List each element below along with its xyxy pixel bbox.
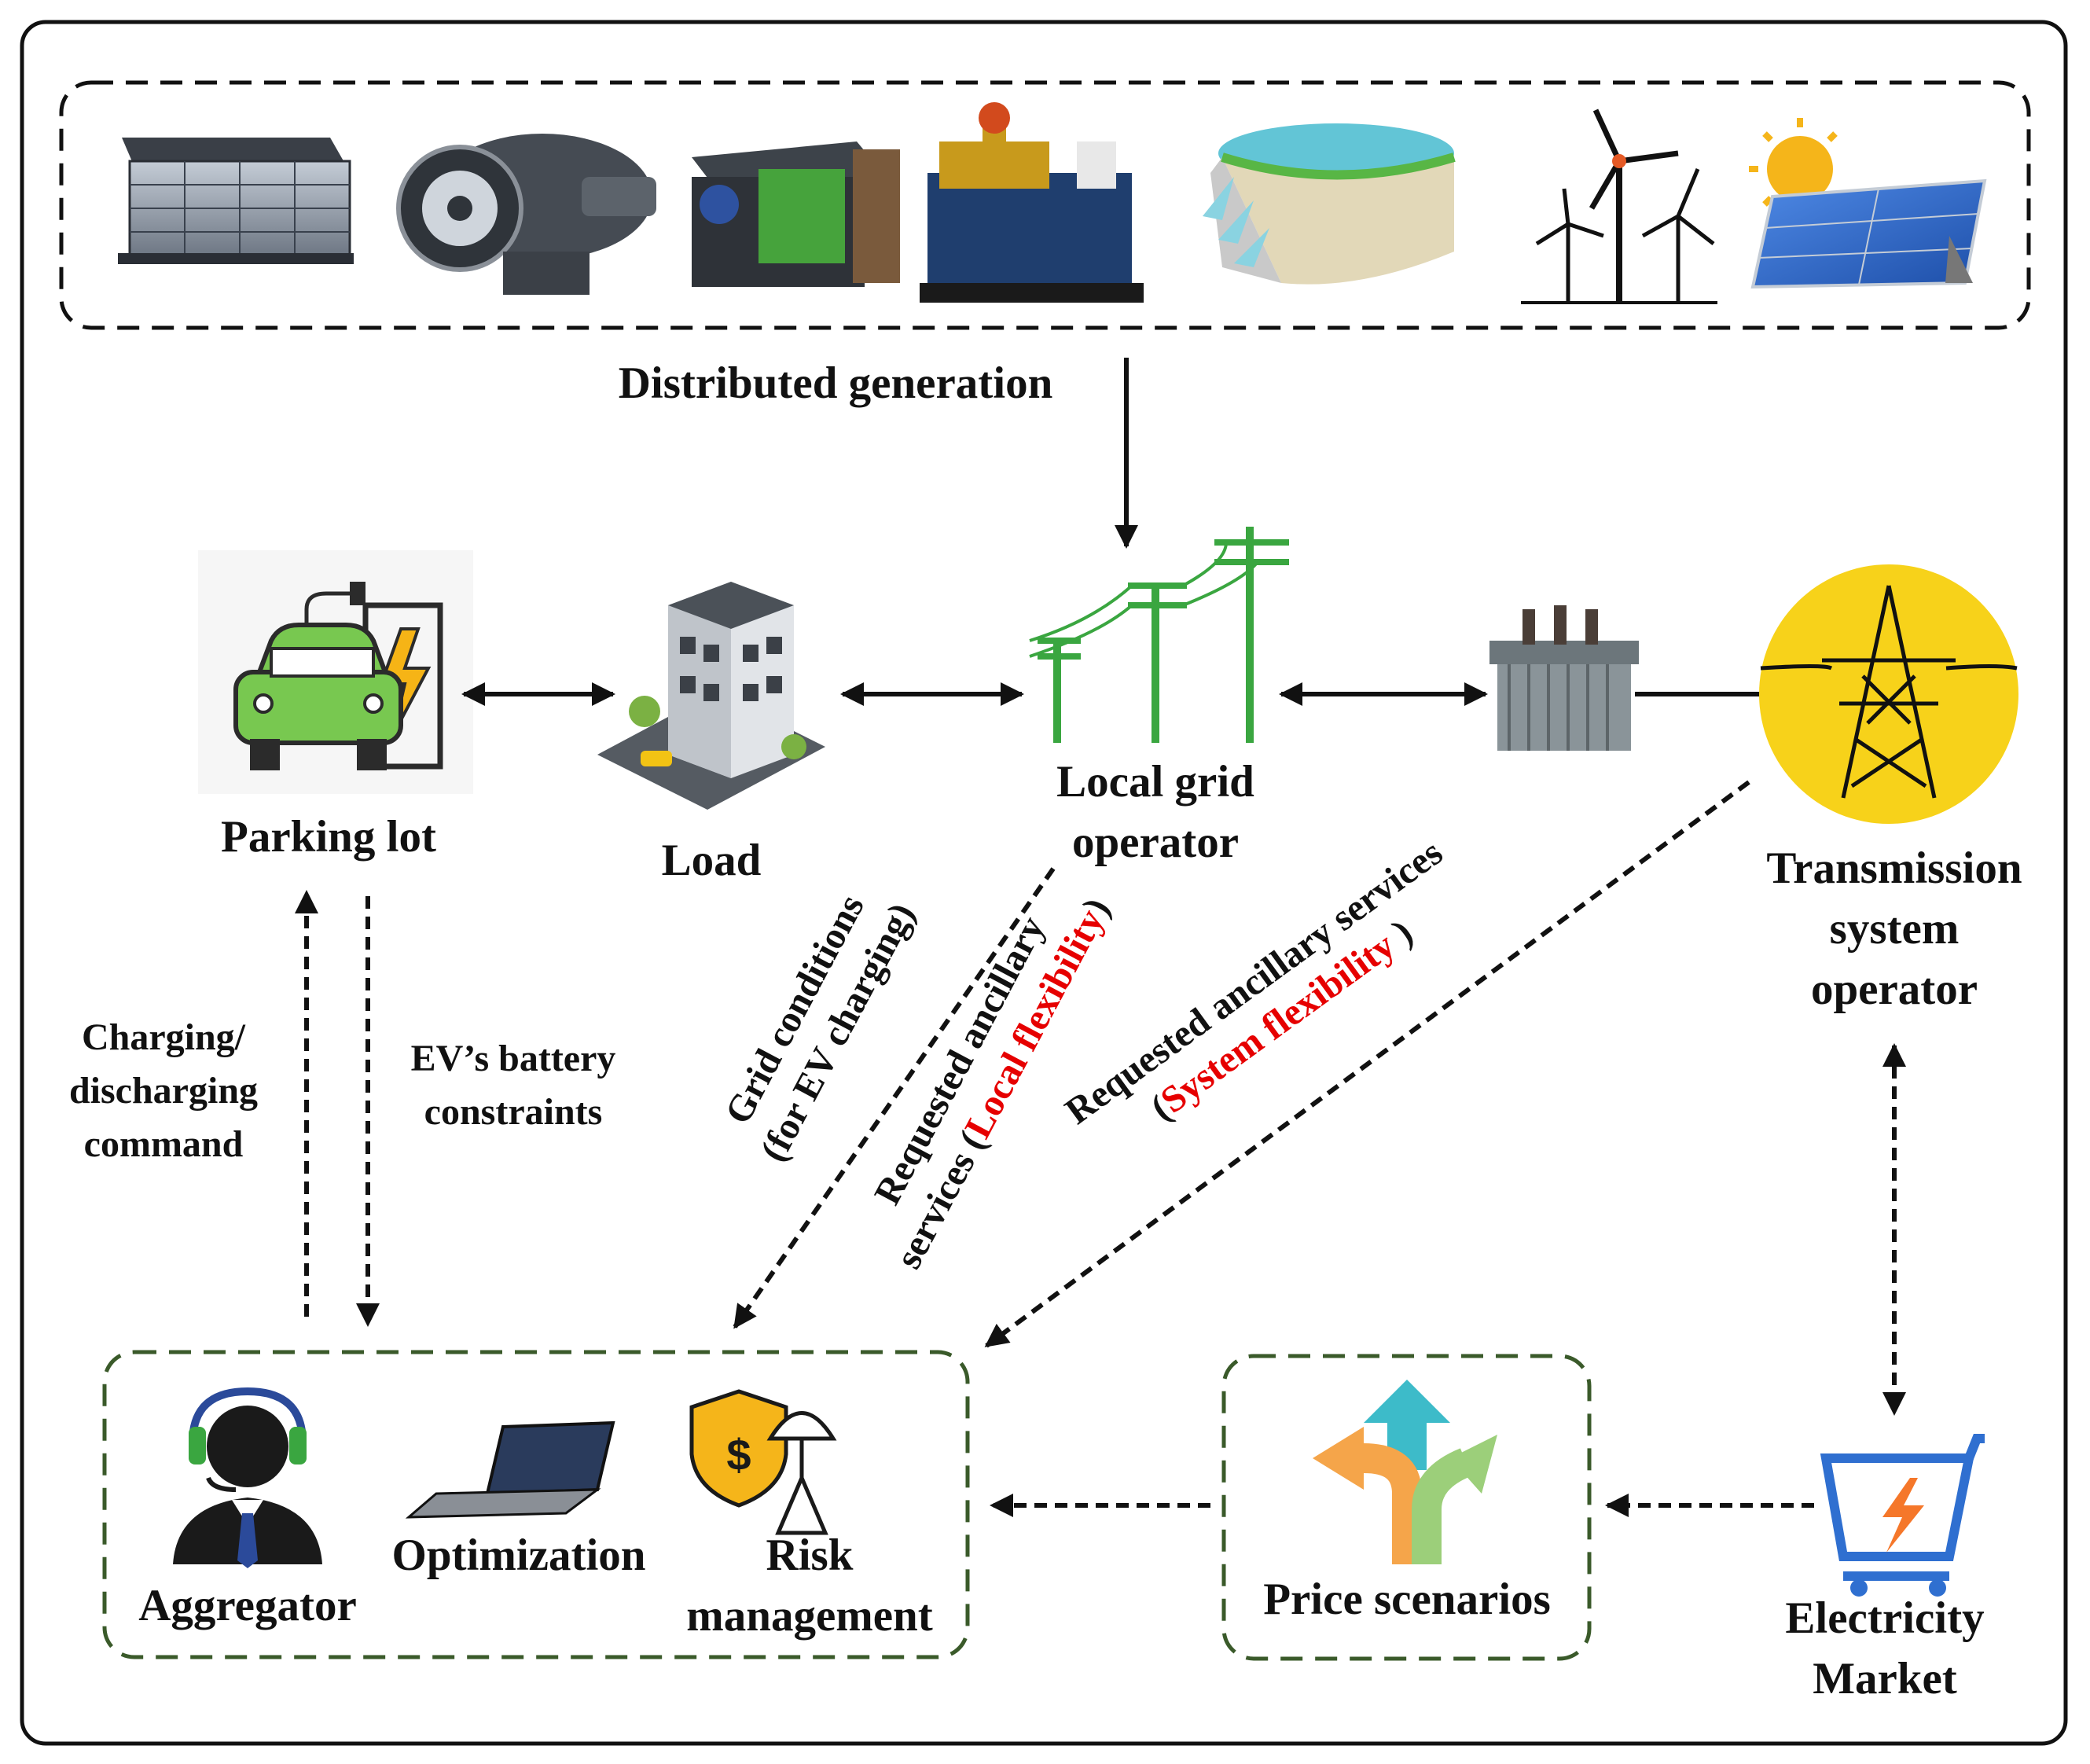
parking-lot-label: Parking lot [221, 812, 436, 862]
system-services-label-line1: Requested ancillary services [1058, 832, 1450, 1133]
transformer-icon [1489, 605, 1639, 751]
price-scenarios-group-box [1221, 1354, 1592, 1661]
outer-frame [20, 20, 2068, 1746]
tso-label-line3: operator [1811, 965, 1978, 1014]
tso-label-line2: system [1830, 904, 1960, 954]
branching-arrows-icon [1313, 1380, 1497, 1564]
tso-aggregator-arrow [984, 780, 1750, 1348]
optimization-label: Optimization [392, 1531, 646, 1580]
laptop-icon [405, 1420, 615, 1519]
solar-panel-icon [1749, 118, 1987, 289]
dg-group-box [59, 80, 2031, 330]
charging-command-label-line2: discharging [69, 1070, 258, 1112]
micro-turbine-icon [396, 134, 656, 295]
aggregator-group-box [102, 1350, 970, 1659]
fuel-cell-icon [692, 141, 900, 287]
charging-command-label-line1: Charging/ [82, 1016, 246, 1058]
local-grid-operator-label-line2: operator [1072, 818, 1239, 867]
distributed-generation-label: Distributed generation [619, 358, 1053, 408]
electricity-market-label-line1: Electricity [1785, 1593, 1984, 1643]
wind-turbines-icon [1521, 108, 1717, 304]
shopping-cart-icon [1820, 1434, 1985, 1597]
electricity-market-label-line2: Market [1813, 1654, 1957, 1703]
aggregator-label: Aggregator [138, 1581, 357, 1630]
battery-constraints-label-line1: EV’s battery [411, 1038, 616, 1079]
diesel-generator-icon [920, 102, 1144, 303]
risk-management-label-line2: management [686, 1591, 932, 1641]
transmission-tower-icon [1759, 564, 2018, 824]
risk-management-label-line1: Risk [766, 1531, 854, 1580]
battery-storage-icon [118, 138, 354, 264]
svg-text:$: $ [726, 1430, 751, 1479]
price-scenarios-label: Price scenarios [1263, 1575, 1551, 1624]
tso-label-line1: Transmission [1766, 843, 2022, 893]
building-icon [597, 582, 825, 810]
local-grid-aggregator-arrow [733, 867, 1056, 1329]
load-label: Load [662, 836, 762, 885]
hydro-dam-icon [1203, 123, 1456, 285]
local-grid-operator-label-line1: Local grid [1056, 757, 1254, 807]
battery-constraints-label-line2: constraints [424, 1091, 603, 1133]
power-lines-icon [1029, 527, 1289, 743]
operator-headset-icon [173, 1387, 322, 1568]
charging-command-label-line3: command [84, 1123, 244, 1165]
ev-charging-icon [198, 550, 473, 794]
shield-umbrella-icon: $ [689, 1389, 837, 1535]
